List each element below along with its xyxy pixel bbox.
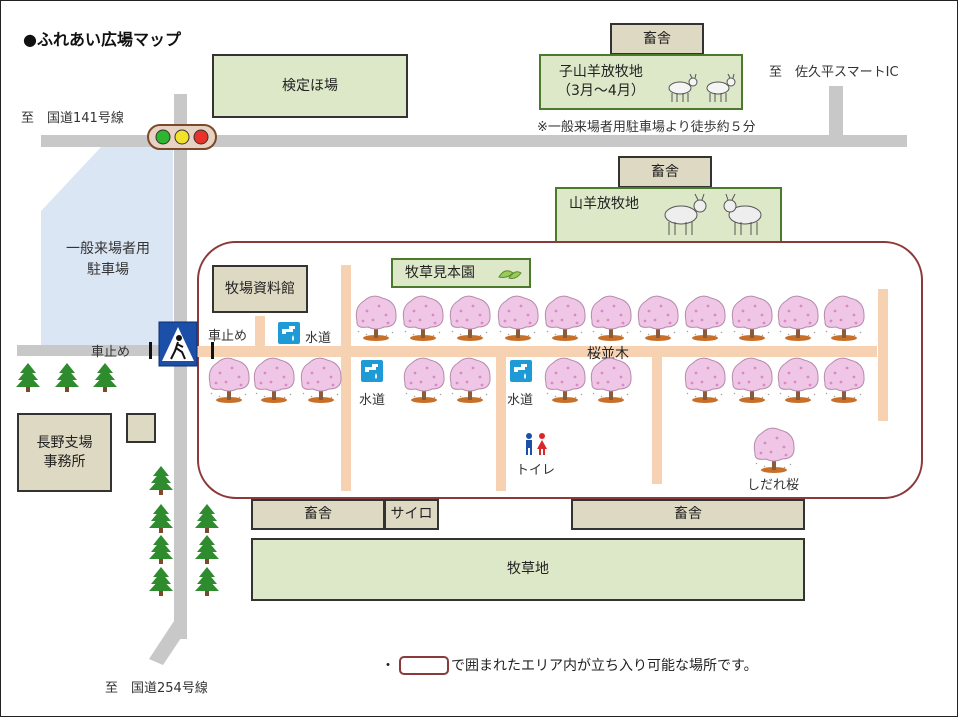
path-vertical-1 (255, 316, 265, 356)
parking-lot-label: 一般来場者用 駐車場 (66, 241, 150, 278)
direction-route254: 至 国道254号線 (105, 681, 208, 696)
barn-top-label: 畜舎 (643, 30, 671, 47)
kid-goat-pasture-label: 子山羊放牧地 （3月～4月） (557, 64, 645, 99)
pasture-field: 牧草地 (251, 538, 805, 601)
path-vertical-3 (496, 356, 506, 491)
barn-mid-label: 畜舎 (651, 163, 679, 180)
kentei-field-label: 検定ほ場 (282, 77, 338, 94)
toilet-label: トイレ (516, 463, 556, 478)
kid-goat-pasture: 子山羊放牧地 （3月～4月） (539, 54, 743, 110)
pine-tree-icon (93, 363, 117, 392)
stopper-right-post (211, 342, 214, 359)
cherry-tree-icon (590, 295, 632, 341)
road-right-branch (829, 86, 843, 141)
cherry-tree-icon (637, 295, 679, 341)
goat-pasture-label: 山羊放牧地 (569, 196, 639, 212)
traffic-light-icon (147, 124, 217, 150)
cherry-tree-icon (355, 295, 397, 341)
pine-tree-icon (149, 535, 173, 564)
cherry-tree-icon (208, 357, 250, 403)
walk-note: ※一般来場者用駐車場より徒歩約５分 (537, 120, 756, 135)
pine-tree-icon (149, 504, 173, 533)
office-building: 長野支場 事務所 (17, 413, 112, 492)
stopper-left-label: 車止め (91, 345, 131, 360)
path-vertical-4 (652, 356, 662, 484)
cherry-tree-icon (823, 357, 865, 403)
goat-icon (664, 193, 762, 235)
pasture-field-label: 牧草地 (507, 561, 549, 578)
cherry-tree-icon (544, 295, 586, 341)
museum-building: 牧場資料館 (212, 265, 308, 313)
stopper-right-label: 車止め (208, 329, 248, 344)
toilet-icon (526, 433, 547, 455)
sakura-avenue-label: 桜並木 (587, 346, 629, 362)
water-label-2: 水道 (359, 393, 386, 408)
cherry-tree-icon (823, 295, 865, 341)
cherry-tree-icon (403, 357, 445, 403)
office-label: 長野支場 事務所 (36, 434, 93, 470)
goat-icon (668, 73, 736, 102)
direction-saku-ic: 至 佐久平スマートIC (769, 65, 899, 80)
path-main-avenue (187, 346, 877, 357)
pine-tree-icon (195, 535, 219, 564)
pine-tree-icon (195, 567, 219, 596)
forage-garden-label: 牧草見本園 (405, 264, 475, 281)
legend-swatch (399, 655, 449, 675)
water-tap-icon (510, 360, 532, 382)
silo: サイロ (384, 499, 439, 530)
barn-bottom-right-label: 畜舎 (674, 506, 702, 523)
path-vertical-5 (878, 289, 888, 421)
cherry-tree-icon (590, 357, 632, 403)
museum-label: 牧場資料館 (225, 280, 295, 297)
cherry-tree-icon (777, 357, 819, 403)
pine-tree-icon (16, 363, 40, 392)
cherry-tree-icon (497, 295, 539, 341)
barn-bottom-left-label: 畜舎 (304, 506, 332, 523)
barn-top: 畜舎 (610, 23, 704, 55)
barn-bottom-left: 畜舎 (251, 499, 385, 530)
cherry-tree-icon (300, 357, 342, 403)
water-tap-icon (278, 322, 300, 344)
legend: ・ で囲まれたエリア内が立ち入り可能な場所です。 (381, 655, 758, 675)
silo-label: サイロ (390, 506, 433, 523)
pine-tree-icon (195, 504, 219, 533)
cherry-tree-icon (731, 295, 773, 341)
leaf-icon (498, 270, 522, 279)
cherry-tree-icon (777, 295, 819, 341)
legend-bullet: ・ (381, 658, 395, 674)
pine-tree-icon (149, 567, 173, 596)
stopper-left-post (149, 342, 152, 359)
pine-tree-icon (149, 466, 173, 495)
map-title: ●ふれあい広場マップ (23, 30, 181, 49)
cherry-tree-icon (449, 357, 491, 403)
cherry-tree-icon (753, 427, 795, 473)
shidare-label: しだれ桜 (747, 478, 800, 493)
crosswalk-sign-icon (158, 321, 198, 367)
cherry-tree-icon (449, 295, 491, 341)
kentei-field: 検定ほ場 (212, 54, 408, 118)
legend-text: で囲まれたエリア内が立ち入り可能な場所です。 (451, 658, 758, 674)
cherry-tree-icon (684, 295, 726, 341)
road-left-entrance (17, 345, 177, 356)
water-label-3: 水道 (507, 393, 534, 408)
cherry-tree-icon (402, 295, 444, 341)
cherry-tree-icon (731, 357, 773, 403)
barn-bottom-right: 畜舎 (571, 499, 805, 530)
cherry-tree-icon (253, 357, 295, 403)
water-tap-icon (361, 360, 383, 382)
water-label-1: 水道 (305, 331, 332, 346)
small-building (126, 413, 156, 443)
path-vertical-2 (341, 265, 351, 491)
direction-route141: 至 国道141号線 (21, 111, 124, 126)
cherry-tree-icon (684, 357, 726, 403)
road-top (41, 135, 907, 147)
cherry-tree-icon (544, 357, 586, 403)
pine-tree-icon (55, 363, 79, 392)
